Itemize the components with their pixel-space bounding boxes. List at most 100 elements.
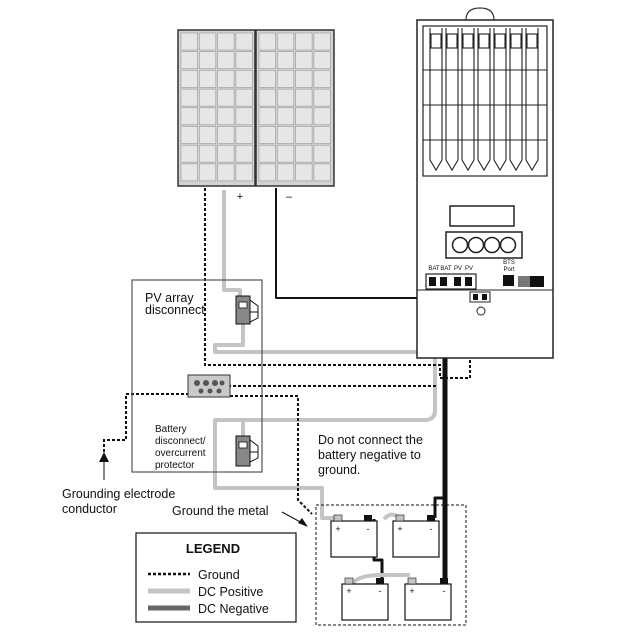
battery-positive-wire (213, 290, 437, 520)
terminal-label-pv2: PV (465, 266, 473, 272)
pv-positive-wire (222, 190, 242, 298)
bts-port-label-1: BTS (503, 260, 515, 266)
heatsink-slot (446, 33, 458, 49)
solar-cell (313, 70, 331, 88)
svg-text:+: + (409, 586, 414, 596)
solar-cell (180, 51, 198, 70)
solar-cell (276, 163, 295, 182)
solar-cell (217, 126, 235, 144)
terminal-block (425, 273, 477, 290)
controller-mount-tab (465, 7, 495, 21)
battery-disconnect-breaker (235, 435, 259, 467)
heatsink-slot (462, 33, 474, 49)
legend-label-dc-positive: DC Positive (198, 585, 263, 599)
ground-terminal (469, 291, 491, 303)
solar-cell (235, 88, 253, 107)
solar-cell (276, 32, 295, 51)
solar-cell (258, 88, 276, 107)
solar-cell (235, 144, 253, 163)
comm-port-1 (518, 276, 530, 287)
solar-cell (295, 126, 313, 144)
legend-title: LEGEND (186, 541, 240, 556)
battery-2: + - (392, 514, 440, 558)
battery-disconnect-label-2: disconnect/ (155, 436, 206, 447)
solar-cell (295, 32, 313, 51)
solar-cell (180, 107, 198, 126)
solar-cell (258, 144, 276, 163)
solar-cell (258, 70, 276, 88)
solar-cell (199, 107, 217, 126)
battery-disconnect-label-1: Battery (155, 424, 187, 435)
heatsink-fin (429, 28, 443, 172)
solar-cell (276, 126, 295, 144)
warning-label-3: ground. (318, 463, 360, 477)
solar-cell (217, 32, 235, 51)
warning-label-2: battery negative to (318, 448, 421, 462)
battery-disconnect-label-4: protector (155, 460, 195, 471)
svg-text:+: + (335, 524, 340, 534)
solar-cell (180, 70, 198, 88)
solar-cell (235, 32, 253, 51)
svg-text:+: + (346, 586, 351, 596)
solar-cell (217, 70, 235, 88)
comm-port-2 (530, 276, 544, 287)
solar-cells (180, 32, 331, 182)
solar-cell (180, 163, 198, 182)
battery-series-wire-bottom (350, 573, 410, 586)
pv-positive-sign: + (237, 191, 243, 203)
grounding-electrode-label-2: conductor (62, 502, 117, 516)
solar-cell (313, 51, 331, 70)
disconnect-enclosure (131, 279, 263, 473)
svg-text:-: - (430, 524, 433, 534)
solar-cell (180, 88, 198, 107)
ground-wires (103, 188, 471, 515)
legend: LEGEND Ground DC Positive DC Negative (135, 532, 297, 623)
solar-cell (258, 126, 276, 144)
solar-cell (276, 70, 295, 88)
solar-cell (217, 144, 235, 163)
legend-label-dc-negative: DC Negative (198, 602, 269, 616)
controller-display (449, 205, 515, 227)
solar-cell (276, 51, 295, 70)
solar-cell (235, 107, 253, 126)
button-4 (499, 236, 517, 254)
ground-metal-label: Ground the metal (172, 504, 269, 518)
ground-to-battery-enclosure (230, 395, 313, 515)
heatsink-fin (445, 28, 459, 172)
grounding-electrode-label-1: Grounding electrode (62, 487, 175, 501)
solar-cell (199, 163, 217, 182)
svg-text:+: + (397, 524, 402, 534)
solar-cell (199, 51, 217, 70)
pv-disconnect-label-2: disconnect (145, 303, 205, 317)
controller-buttons (445, 231, 523, 259)
heatsink-fin (461, 28, 475, 172)
solar-cell (258, 163, 276, 182)
warning-label-1: Do not connect the (318, 433, 423, 447)
battery-3: + - (341, 577, 389, 621)
button-2 (467, 236, 485, 254)
solar-cell (199, 32, 217, 51)
terminal-label-bat2: BAT (440, 266, 452, 272)
terminal-screws (429, 277, 472, 286)
battery-enclosure (315, 504, 467, 626)
battery-1: + - (330, 514, 378, 558)
heatsink-slot (526, 33, 538, 49)
solar-array (177, 29, 335, 187)
solar-cell (217, 163, 235, 182)
button-3 (483, 236, 501, 254)
button-1 (451, 236, 469, 254)
solar-cell (217, 88, 235, 107)
solar-cell (295, 163, 313, 182)
solar-cell (217, 107, 235, 126)
solar-cell (276, 144, 295, 163)
pv-array-ground-wire (204, 188, 471, 379)
battery-disconnect-label-3: overcurrent (155, 448, 206, 459)
solar-cell (199, 144, 217, 163)
pv-array-disconnect-breaker (235, 295, 259, 325)
svg-text:-: - (367, 524, 370, 534)
solar-cell (295, 88, 313, 107)
solar-cell (313, 88, 331, 107)
solar-cell (276, 107, 295, 126)
heatsink-slot (430, 33, 442, 49)
charge-controller: BAT BAT PV PV BTS Port (416, 7, 554, 359)
